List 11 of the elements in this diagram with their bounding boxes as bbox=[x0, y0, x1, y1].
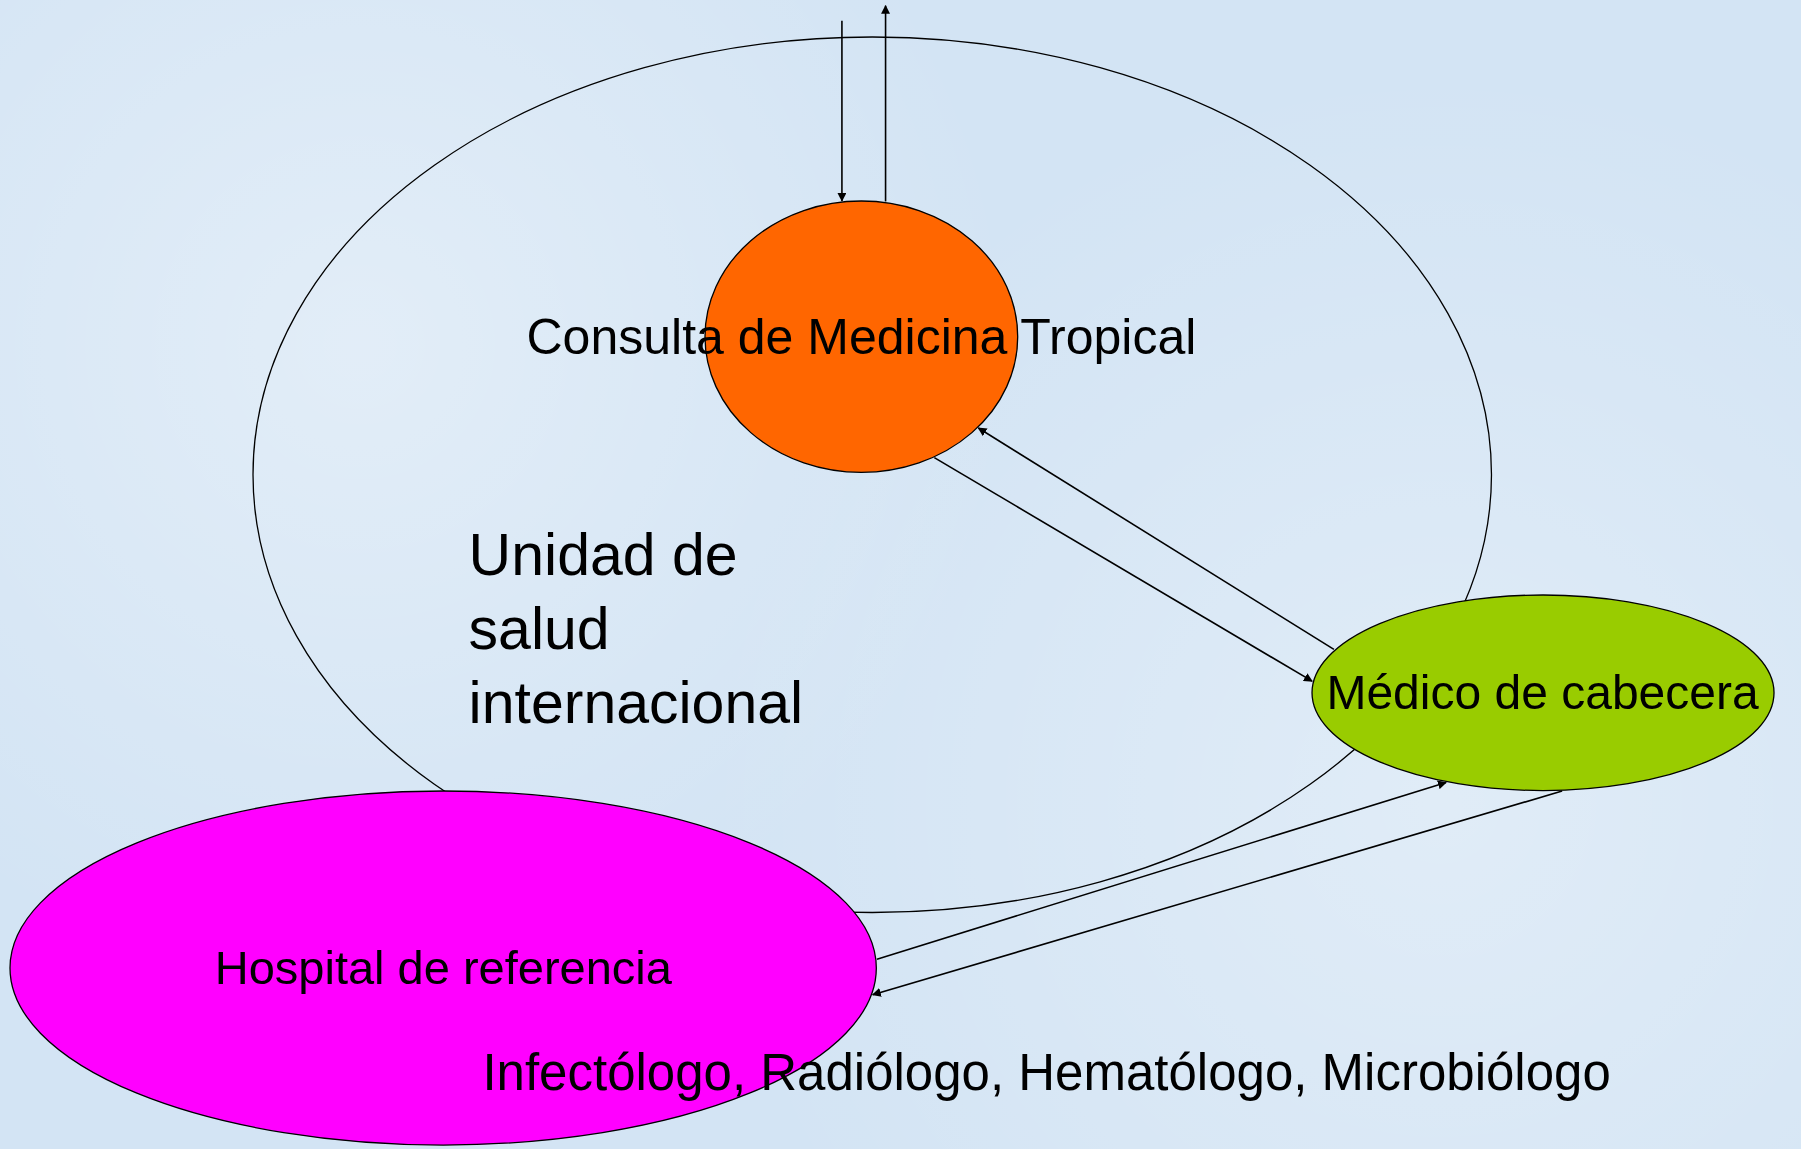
node-label: Médico de cabecera bbox=[1326, 664, 1759, 721]
arrow bbox=[881, 4, 891, 203]
arrow bbox=[837, 19, 847, 202]
arrow bbox=[933, 456, 1313, 682]
node-label: Unidad de salud internacional bbox=[468, 521, 805, 738]
ellipse-node bbox=[1310, 593, 1775, 792]
node-label: Hospital de referencia bbox=[214, 939, 672, 996]
arrow bbox=[876, 780, 1447, 960]
arrow bbox=[977, 427, 1335, 651]
ellipse-node bbox=[251, 35, 1492, 914]
arrow bbox=[871, 790, 1563, 997]
